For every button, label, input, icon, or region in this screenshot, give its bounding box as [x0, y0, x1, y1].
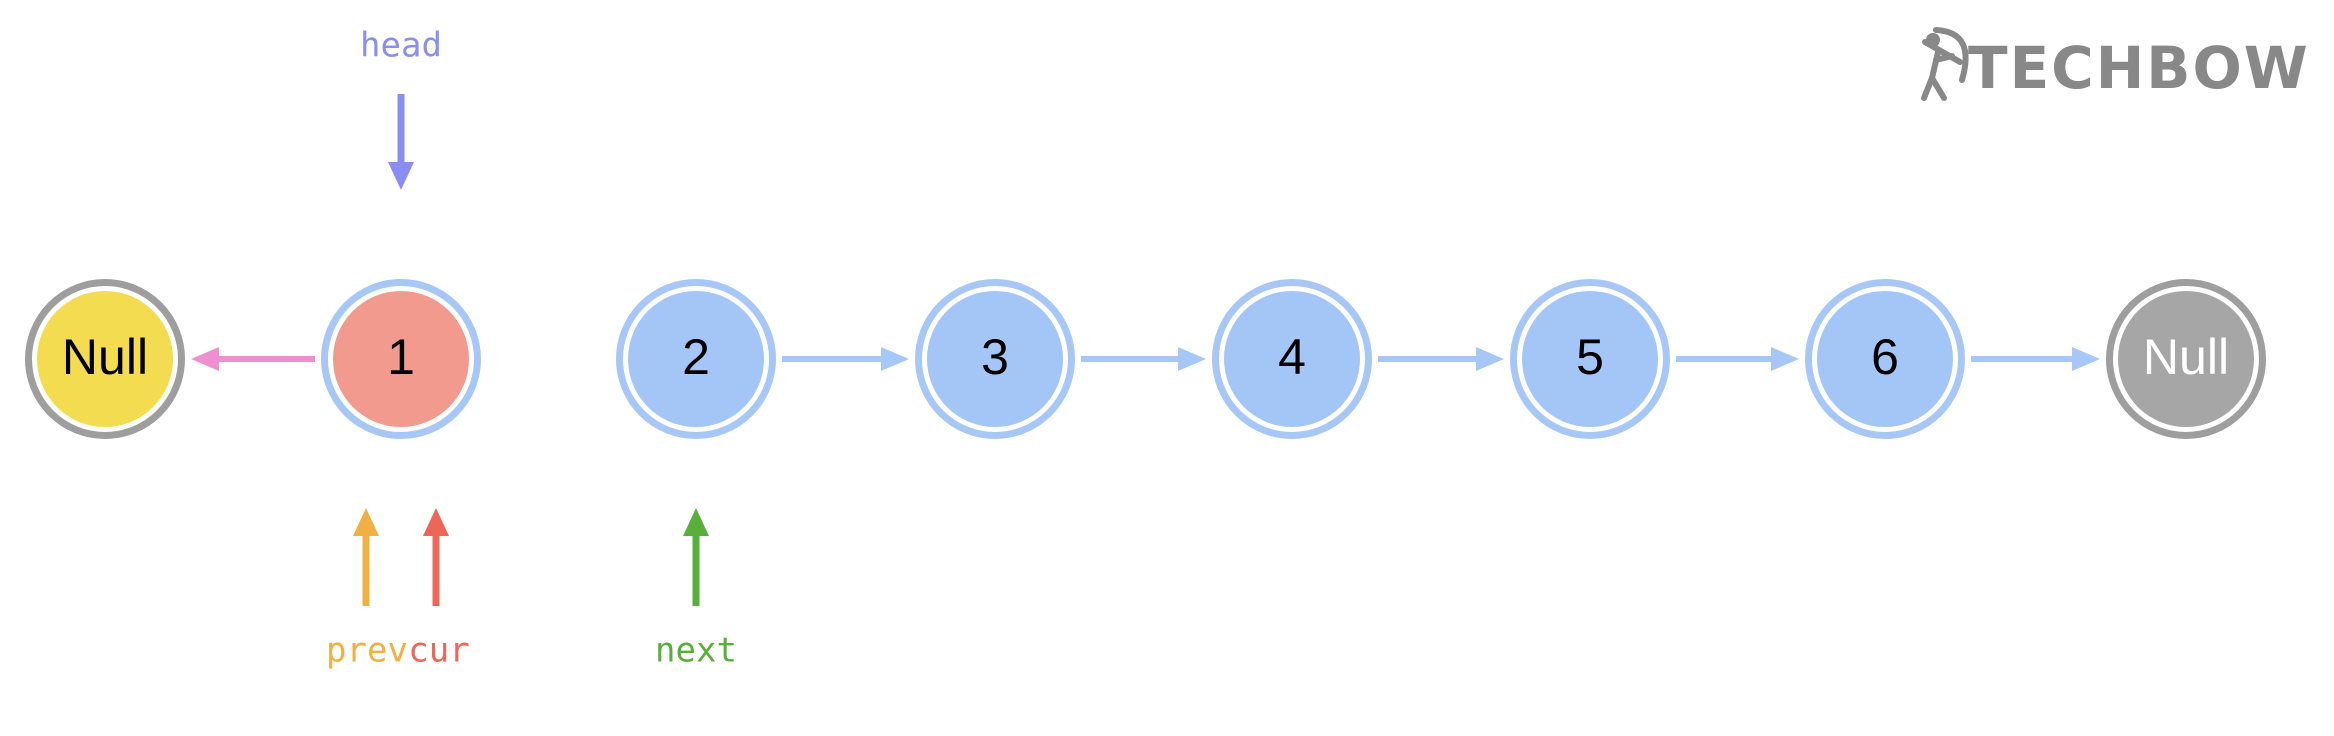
list-node: 5	[1510, 279, 1670, 439]
list-node: 4	[1212, 279, 1372, 439]
node-fill	[2118, 291, 2254, 427]
link-arrow	[1971, 347, 2100, 371]
node-fill	[37, 291, 173, 427]
node-fill	[333, 291, 469, 427]
techbow-logo: TECHBOW	[1921, 27, 2310, 102]
node-label: Null	[62, 329, 148, 385]
node-fill	[927, 291, 1063, 427]
link-arrow	[1081, 347, 1206, 371]
node-fill	[628, 291, 764, 427]
list-node: 1	[321, 279, 481, 439]
node-label: 1	[387, 329, 415, 385]
prev-label: prev	[326, 631, 408, 671]
archer-icon	[1921, 27, 1969, 101]
node-label: 3	[981, 329, 1009, 385]
next-label: next	[655, 631, 737, 671]
node-fill	[1522, 291, 1658, 427]
prev-arrow	[353, 508, 379, 606]
node-label: Null	[2143, 329, 2229, 385]
links-layer	[191, 347, 2100, 371]
list-node: Null	[2106, 279, 2266, 439]
list-node: 3	[915, 279, 1075, 439]
logo-text: TECHBOW	[1968, 34, 2310, 102]
link-arrow	[1378, 347, 1504, 371]
list-node: 6	[1805, 279, 1965, 439]
cur-arrow	[423, 508, 449, 606]
node-label: 6	[1871, 329, 1899, 385]
list-node: 2	[616, 279, 776, 439]
link-arrow	[191, 347, 315, 371]
head-arrow	[388, 94, 414, 190]
node-label: 5	[1576, 329, 1604, 385]
next-arrow	[683, 508, 709, 606]
link-arrow	[782, 347, 909, 371]
head-label: head	[360, 26, 442, 66]
node-label: 2	[682, 329, 710, 385]
cur-label: cur	[408, 631, 469, 671]
list-node: Null	[25, 279, 185, 439]
node-fill	[1224, 291, 1360, 427]
node-label: 4	[1278, 329, 1306, 385]
link-arrow	[1676, 347, 1799, 371]
nodes-layer: Null 1 2 3 4 5 6 Null	[25, 279, 2266, 439]
node-fill	[1817, 291, 1953, 427]
